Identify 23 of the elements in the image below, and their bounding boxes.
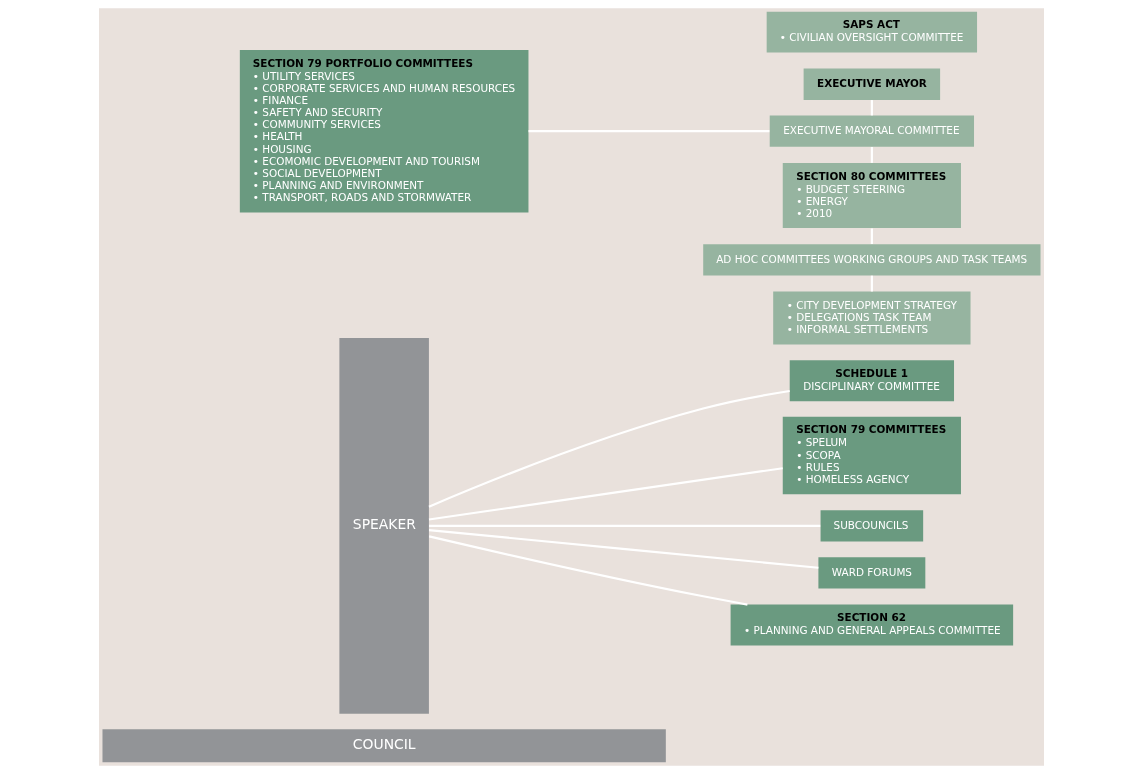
node-box: SAPS ACT • CIVILIAN OVERSIGHT COMMITTEE	[766, 11, 978, 53]
connector	[428, 535, 748, 606]
node-box: EXECUTIVE MAYORAL COMMITTEE	[769, 115, 974, 147]
node-box: SECTION 79 PORTFOLIO COMMITTEES • UTILITY SERVICES • CORPORATE SERVICES AND HUMAN RESOURCES • FINANCE • SAFETY AND SECURITY • COMMUNITY SERVICES • HEALTH • HOUSING • ECOMOMIC DEVELOPMENT AND TOURISM • SOCIAL DEVELOPMENT • PLANNING AND ENVIRONMENT • TRANSPORT, ROADS AND STORMWATER	[239, 49, 529, 213]
connector	[528, 130, 770, 133]
node-box: SCHEDULE 1 DISCIPLINARY COMMITTEE	[789, 360, 954, 402]
connector	[870, 100, 873, 116]
connector	[428, 467, 783, 521]
node-box: EXECUTIVE MAYOR	[803, 68, 941, 100]
node-box: AD HOC COMMITTEES WORKING GROUPS AND TASK TEAMS	[703, 244, 1041, 276]
node-box: • CITY DEVELOPMENT STRATEGY • DELEGATIONS TASK TEAM • INFORMAL SETTLEMENTS	[773, 291, 971, 345]
node-box: SECTION 62 • PLANNING AND GENERAL APPEALS COMMITTEE	[730, 604, 1014, 646]
node-box: COUNCIL	[102, 729, 666, 763]
node-box: SPEAKER	[339, 338, 429, 714]
node-box: SUBCOUNCILS	[820, 510, 924, 542]
connector	[428, 389, 790, 508]
connector	[870, 228, 873, 244]
node-box: SECTION 79 COMMITTEES • SPELUM • SCOPA • RULES • HOMELESS AGENCY	[782, 416, 961, 495]
connector	[429, 524, 821, 527]
node-box: SECTION 80 COMMITTEES • BUDGET STEERING • ENERGY • 2010	[782, 162, 961, 229]
connector	[870, 147, 873, 163]
node-box: WARD FORUMS	[818, 557, 926, 589]
connector	[428, 529, 819, 569]
